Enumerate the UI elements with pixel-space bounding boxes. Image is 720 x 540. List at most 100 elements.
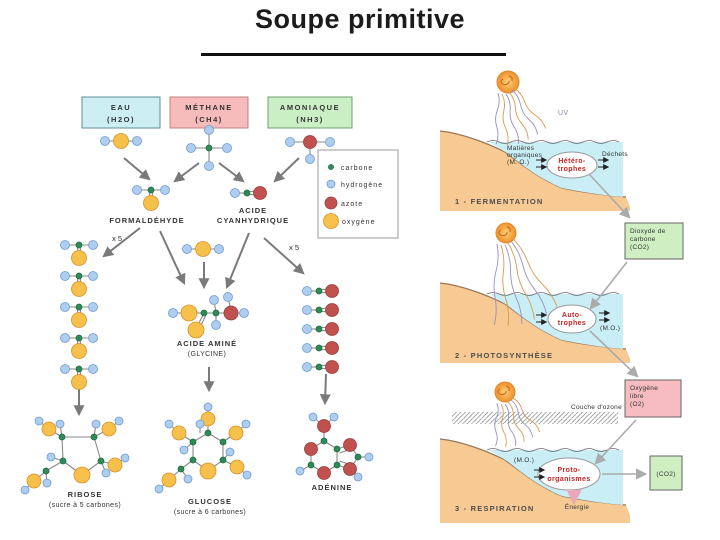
- arrow: [594, 419, 637, 465]
- eau-box: EAU (H2O): [81, 96, 161, 129]
- dechets-label: Déchets: [602, 151, 628, 158]
- legend: carbone hydrogène azote oxygène: [317, 149, 399, 239]
- land-1: [440, 131, 630, 211]
- sun-icon: [495, 222, 517, 244]
- mo-label-3: (M.O.): [514, 457, 534, 464]
- glycine-label: (GLYCINE): [188, 351, 226, 358]
- x5-right-label: x 5: [289, 243, 299, 252]
- flow-arrows-3: [534, 467, 546, 480]
- ribose-molecule: [20, 416, 130, 495]
- autotrophes-label-2: trophes: [558, 320, 586, 327]
- matieres-label-3: (M. O.): [507, 159, 529, 166]
- ammonia-molecule: [285, 135, 335, 164]
- energie-label: Énergie: [565, 502, 590, 511]
- glucose-sub-label: (sucre à 6 carbones): [174, 509, 246, 516]
- methane-box-formula: (CH4): [195, 115, 223, 124]
- azote-legend-label: azote: [341, 201, 363, 208]
- carbone-legend-icon: [328, 164, 334, 170]
- arrow: [589, 261, 628, 310]
- co2-box-line-1: Dioxyde de: [630, 228, 666, 235]
- amoniaque-box-label: AMONIAQUE: [280, 103, 340, 112]
- formaldehyde-molecule: [131, 184, 171, 212]
- co2-box-line-2: carbone: [630, 236, 656, 243]
- reactant-boxes: EAU (H2O) MÉTHANE (CH4) AMONIAQUE (NH3): [81, 96, 353, 129]
- hydrogene-legend-label: hydrogène: [341, 182, 383, 189]
- water-molecule: [99, 132, 143, 150]
- autotrophes-label-1: Auto-: [562, 312, 583, 319]
- matieres-label-2: organiques: [507, 152, 543, 159]
- acide-label: ACIDE: [239, 206, 267, 215]
- inter-panel-arrows: [588, 173, 648, 480]
- arrow: [263, 237, 305, 275]
- oxygene-legend-label: oxygène: [342, 219, 375, 226]
- adenine-molecule: [295, 412, 374, 482]
- land-2: [440, 283, 630, 363]
- photosynthese-title: 2 - PHOTOSYNTHÈSE: [455, 351, 553, 360]
- co2-output-label: (CO2): [656, 471, 675, 478]
- arrow: [218, 162, 245, 183]
- arrow: [159, 230, 186, 285]
- proto-organismes-oval: [537, 457, 601, 491]
- flow-arrows-2: [536, 310, 611, 325]
- autotrophes-oval: [547, 304, 597, 334]
- o2-box-line-2: libre: [630, 393, 644, 400]
- arrow: [319, 373, 331, 406]
- hydrogene-legend-icon: [326, 179, 336, 189]
- ozone-layer-band: [452, 412, 618, 424]
- co2-box-line-3: (CO2): [630, 244, 649, 251]
- carbone-legend-label: carbone: [341, 165, 373, 172]
- ozone-label: Couche d'ozone: [571, 404, 622, 411]
- dioxyde-carbone-box: Dioxyde de carbone (CO2): [624, 222, 684, 260]
- hcn-molecule: [229, 185, 268, 201]
- respiration-title: 3 - RESPIRATION: [455, 504, 535, 513]
- panel-fermentation: UV Matières organiques (M. O.) Hétéro- t…: [439, 70, 630, 211]
- proto-organismes-label-2: organismes: [547, 476, 590, 483]
- sun-icon: [494, 381, 516, 403]
- arrow: [588, 173, 631, 219]
- o2-box-line-1: Oxygène: [630, 385, 658, 392]
- formaldehyde-label: FORMALDÉHYDE: [109, 216, 184, 225]
- o2-box-line-3: (O2): [630, 401, 644, 408]
- oxygene-legend-icon: [323, 213, 339, 229]
- arrow: [273, 157, 300, 183]
- x5-left-label: x 5: [112, 234, 122, 243]
- glucose-label: GLUCOSE: [188, 497, 232, 506]
- eau-box-label: EAU: [111, 103, 131, 112]
- land-3: [440, 439, 630, 523]
- amoniaque-box: AMONIAQUE (NH3): [267, 96, 353, 129]
- panel-photosynthese: Dioxyde de carbone (CO2) Auto- trophes (…: [439, 222, 684, 363]
- matieres-label-1: Matières: [507, 145, 535, 152]
- sun-icon: [496, 70, 520, 94]
- proto-organismes-label-1: Proto-: [557, 467, 580, 474]
- heterotrophes-label-2: trophes: [558, 166, 586, 173]
- arrow: [589, 330, 639, 378]
- co2-output-box: (CO2): [649, 455, 683, 491]
- arrow: [123, 157, 151, 181]
- eau-box-formula: (H2O): [107, 115, 135, 124]
- flow-arrows-1: [536, 157, 610, 170]
- glucose-molecule: [154, 402, 252, 494]
- glycine-molecule: [168, 292, 249, 339]
- hcn-chain: [301, 283, 340, 375]
- arrow: [173, 162, 200, 183]
- ribose-label: RIBOSE: [68, 490, 103, 499]
- fermentation-title: 1 - FERMENTATION: [455, 197, 544, 206]
- panel-respiration: Couche d'ozone Oxygène libre (O2) (M.O.)…: [439, 379, 683, 523]
- methane-box: MÉTHANE (CH4): [169, 96, 249, 129]
- ribose-sub-label: (sucre à 5 carbones): [49, 502, 121, 509]
- adenine-label: ADÉNINE: [312, 483, 353, 492]
- water-molecule-mid: [181, 240, 225, 258]
- uv-rays: [494, 86, 548, 146]
- heterotrophes-label-1: Hétéro-: [558, 158, 586, 165]
- oxygene-libre-box: Oxygène libre (O2): [624, 379, 682, 418]
- reaction-arrows: [73, 157, 331, 417]
- acide-amine-label: ACIDE AMINÉ: [177, 339, 237, 348]
- arrow: [225, 232, 250, 290]
- uv-label: UV: [558, 110, 569, 117]
- formaldehyde-chain: [59, 239, 99, 391]
- title-underline: [201, 53, 506, 56]
- cyanhydrique-label: CYANHYDRIQUE: [217, 216, 289, 225]
- azote-legend-icon: [324, 196, 338, 210]
